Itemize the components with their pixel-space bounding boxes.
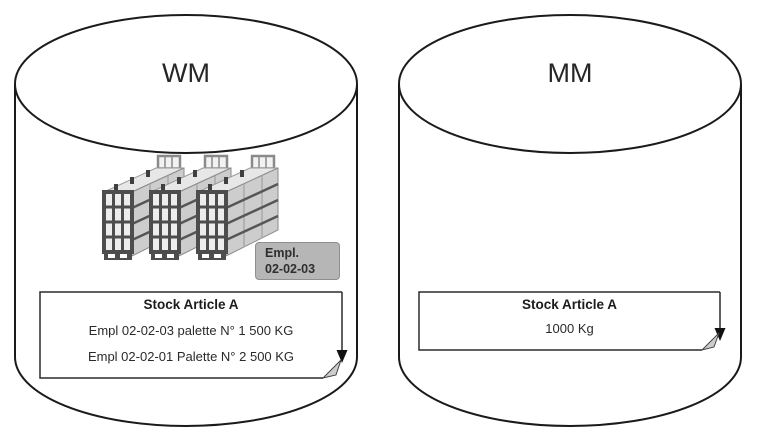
wm-note-title: Stock Article A	[143, 297, 239, 312]
mm-stock-note: Stock Article A 1000 Kg	[419, 292, 720, 350]
down-arrow-icon	[336, 350, 348, 363]
wm-stock-note: Stock Article A Empl 02-02-03 palette N°…	[40, 292, 342, 378]
bin-location-line-1: Empl.	[265, 246, 300, 260]
bin-location-line-2: 02-02-03	[265, 262, 316, 276]
mm-note-title: Stock Article A	[521, 297, 618, 312]
wm-title: WM	[162, 58, 210, 88]
wm-note-line-1: Empl 02-02-03 palette N° 1 500 KG	[88, 323, 294, 338]
folded-corner-icon	[321, 359, 342, 379]
down-arrow-icon	[714, 328, 726, 341]
mm-stock-note-shape	[418, 291, 726, 351]
bin-location-label: Empl. 02-02-03	[255, 242, 340, 280]
wm-stock-note-shape	[39, 291, 348, 379]
mm-note-line-1: 1000 Kg	[545, 321, 594, 336]
mm-title: MM	[547, 58, 593, 88]
folded-corner-icon	[700, 332, 720, 351]
wm-note-line-2: Empl 02-02-01 Palette N° 2 500 KG	[87, 349, 295, 364]
